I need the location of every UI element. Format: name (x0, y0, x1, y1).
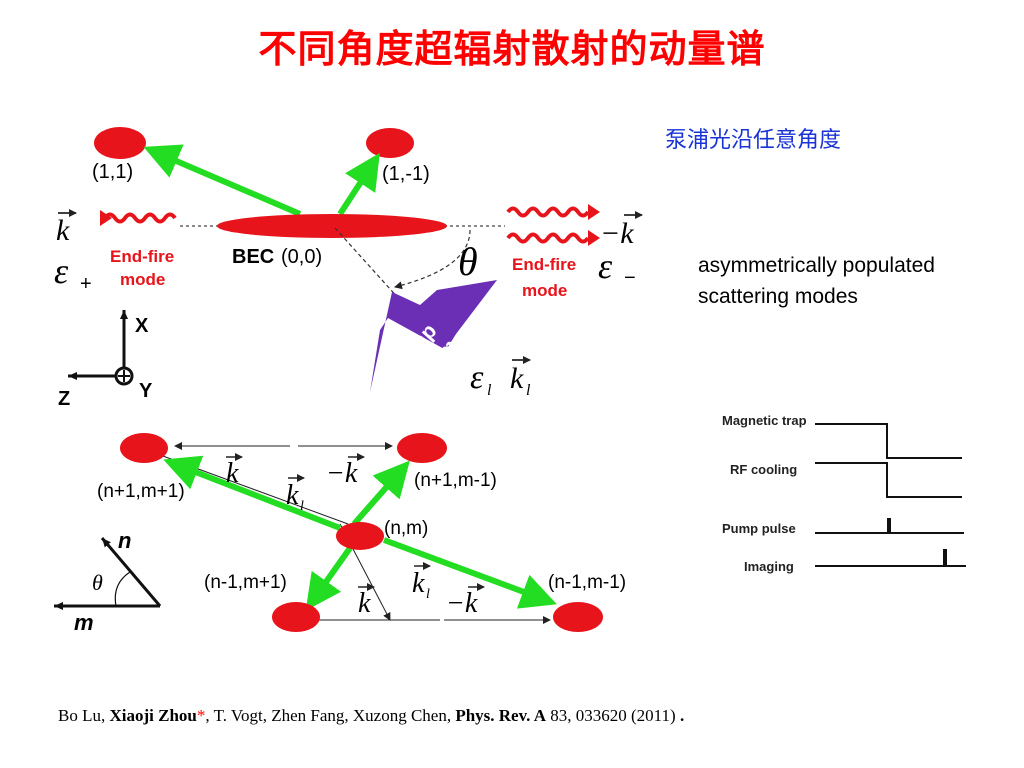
endfire-wave-right-head-1 (588, 204, 600, 220)
label-nm: (n,m) (384, 518, 428, 539)
bec-coord: (0,0) (281, 246, 322, 268)
citation-end: . (679, 706, 685, 725)
epsilon-minus: ε (598, 246, 613, 286)
bec-label: BEC (232, 246, 274, 268)
minus-k-label-top: −k (326, 458, 358, 489)
endfire-wave-right-2 (506, 232, 590, 244)
green-arrow-n1m1 (163, 455, 342, 531)
pump-axis-dashed (334, 227, 401, 301)
timing-trace-magnetic-trap (815, 423, 962, 459)
timing-label-rf-cooling: RF cooling (730, 462, 797, 477)
arrow-to-mode-1-1 (143, 144, 302, 217)
theta-symbol-bottom: θ (92, 570, 103, 595)
citation-star: * (196, 706, 206, 725)
endfire-left-line2: mode (120, 270, 165, 289)
endfire-left-line1: End-fire (110, 247, 174, 266)
atom-nm (336, 522, 384, 550)
bec-cloud (217, 214, 447, 238)
kl-bottom-sub: l (426, 587, 430, 602)
pump-angle-caption: 泵浦光沿任意角度 (665, 128, 842, 153)
minus-k-vector-right: −k (600, 217, 634, 250)
atom-nm1m1 (272, 602, 320, 632)
endfire-wave-left (103, 212, 177, 224)
axis-m-label: m (74, 610, 94, 635)
label-mode-1-minus1: (1,-1) (382, 163, 430, 185)
timing-trace-imaging (815, 549, 966, 567)
note-line-2: scattering modes (698, 285, 858, 308)
citation: Bo Lu, Xiaoji Zhou*, T. Vogt, Zhen Fang,… (58, 706, 684, 726)
note-line-1: asymmetrically populated (698, 254, 935, 277)
kl-label-bottom: k (412, 568, 425, 599)
endfire-right-line1: End-fire (512, 255, 576, 274)
citation-journal: Phys. Rev. A (455, 706, 547, 725)
axis-n-label: n (118, 528, 131, 553)
epsilon-minus-sub: − (624, 267, 636, 289)
timing-diagram: Magnetic trap RF cooling Pump pulse Imag… (722, 413, 966, 574)
angle-arc-nm (114, 571, 131, 607)
label-n1mm1: (n+1,m-1) (414, 470, 497, 491)
timing-trace-rf-cooling (815, 462, 962, 498)
kl-label-top: k (286, 480, 299, 511)
arrow-to-mode-1-minus1 (337, 152, 380, 216)
epsilon-l: ε (470, 359, 484, 396)
endfire-right-line2: mode (522, 281, 567, 300)
citation-volume: 83, 033620 (2011) (546, 706, 680, 725)
label-mode-1-1: (1,1) (92, 161, 133, 183)
atom-mode-1-minus1 (366, 128, 414, 158)
label-nm1mm1: (n-1,m-1) (548, 572, 626, 593)
axis-n-arrow (100, 537, 162, 607)
bottom-diagram: (n+1,m+1) (n+1,m-1) (n,m) (n-1,m+1) (n-1… (54, 433, 626, 635)
theta-symbol-top: θ (458, 239, 478, 284)
theta-arc (394, 229, 471, 290)
epsilon-plus: ε (54, 251, 69, 291)
timing-label-pump-pulse: Pump pulse (722, 521, 796, 536)
axis-z-label: Z (58, 388, 70, 410)
atom-n1mm1 (397, 433, 447, 463)
minus-k-label-bottom: −k (446, 588, 478, 619)
axis-y-label: Y (139, 380, 153, 402)
page-title: 不同角度超辐射散射的动量谱 (258, 27, 766, 71)
label-n1m1: (n+1,m+1) (97, 481, 185, 502)
axis-x-label: X (135, 315, 149, 337)
timing-trace-pump-pulse (815, 518, 964, 534)
endfire-wave-right-1 (506, 206, 590, 218)
timing-label-imaging: Imaging (744, 559, 794, 574)
green-arrow-n1mm1 (351, 460, 410, 526)
scattering-note: asymmetrically populated scattering mode… (698, 250, 935, 312)
atom-n1m1 (120, 433, 168, 463)
endfire-wave-left-head (100, 210, 112, 226)
k-l-sub: l (526, 382, 531, 399)
atom-mode-1-1 (94, 127, 146, 159)
endfire-wave-right-head-2 (588, 230, 600, 246)
citation-authors-post: , T. Vogt, Zhen Fang, Xuzong Chen, (205, 706, 456, 725)
citation-author-bold: Xiaoji Zhou (109, 706, 197, 725)
k-label-bottom: k (358, 588, 371, 619)
green-arrow-nm1m1 (305, 546, 353, 611)
green-arrow-nm1mm1 (382, 537, 557, 609)
pump-beam-arrow (370, 280, 497, 392)
atom-nm1mm1 (553, 602, 603, 632)
k-vector-left: k (56, 214, 70, 247)
top-diagram: (1,1) (1,-1) BEC (0,0) θ End-fire mode k… (54, 127, 643, 410)
k-label-top-left: k (226, 458, 239, 489)
epsilon-plus-sub: + (80, 273, 92, 295)
label-nm1m1: (n-1,m+1) (204, 572, 287, 593)
kl-top-sub: l (300, 499, 304, 514)
epsilon-l-sub: l (487, 382, 492, 399)
citation-authors-pre: Bo Lu, (58, 706, 110, 725)
k-l-vector: k (510, 362, 524, 395)
timing-label-magnetic-trap: Magnetic trap (722, 413, 807, 428)
